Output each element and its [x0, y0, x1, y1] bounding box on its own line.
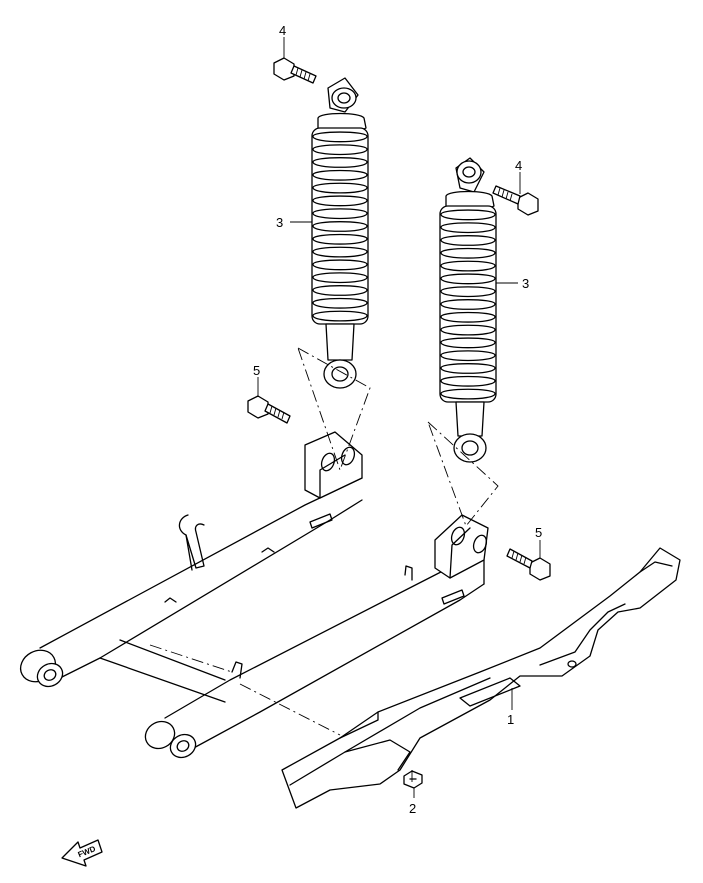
spring-coil: [312, 208, 368, 220]
shock-absorber-left: [311, 77, 369, 389]
chain-guard: [281, 547, 681, 809]
spring-coil: [312, 246, 368, 258]
bolt-lower-right: [506, 548, 551, 581]
swingarm: [19, 431, 489, 759]
spring-coil: [312, 182, 368, 194]
spring-coil: [440, 209, 496, 221]
forward-arrow-icon: FWD: [61, 839, 103, 867]
spring-coil: [312, 259, 368, 271]
spring-coil: [312, 144, 368, 156]
callout-labels: 4 3 4 3 5 5 1 2: [253, 23, 542, 816]
callout-upper-bolt-right: 4: [515, 158, 522, 173]
callout-shock-left: 3: [276, 215, 283, 230]
spring-coil: [440, 286, 496, 298]
spring-coil: [440, 363, 496, 374]
spring-coil: [440, 273, 496, 285]
spring-coil: [440, 222, 496, 234]
spring-coil: [440, 260, 496, 272]
callout-swingarm-guard: 1: [507, 712, 514, 727]
spring-coil: [312, 233, 368, 245]
spring-coil: [440, 337, 496, 349]
spring-coil: [312, 272, 368, 284]
spring-coil: [312, 195, 368, 207]
spring-coil: [440, 247, 496, 259]
leader-lines: [257, 37, 541, 798]
assembly-guide-lines: [149, 347, 499, 782]
spring-coil: [440, 311, 496, 323]
bolt-upper-right: [492, 185, 539, 216]
callout-lower-bolt-left: 5: [253, 363, 260, 378]
spring-coil: [440, 324, 496, 336]
spring-coil: [440, 350, 496, 362]
spring-coil: [440, 235, 496, 246]
callout-upper-bolt-left: 4: [279, 23, 286, 38]
spring-coil: [312, 297, 368, 309]
brake-hose-clip: [178, 514, 205, 571]
shock-absorber-right: [439, 157, 497, 463]
spring-coil: [312, 285, 368, 296]
bolt-guard: [403, 770, 423, 789]
spring-coil: [312, 157, 368, 168]
spring-coil: [440, 388, 496, 400]
bolt-upper-left: [273, 57, 317, 84]
spring-coil: [440, 299, 496, 310]
spring-coil: [312, 169, 368, 181]
spring-coil: [440, 375, 496, 387]
callout-shock-right: 3: [522, 276, 529, 291]
spring-coil: [312, 310, 368, 322]
callout-lower-bolt-right: 5: [535, 525, 542, 540]
bolt-lower-left: [247, 395, 291, 424]
spring-coil: [312, 221, 368, 232]
callout-guard-bolt: 2: [409, 801, 416, 816]
spring-coil: [312, 131, 368, 143]
